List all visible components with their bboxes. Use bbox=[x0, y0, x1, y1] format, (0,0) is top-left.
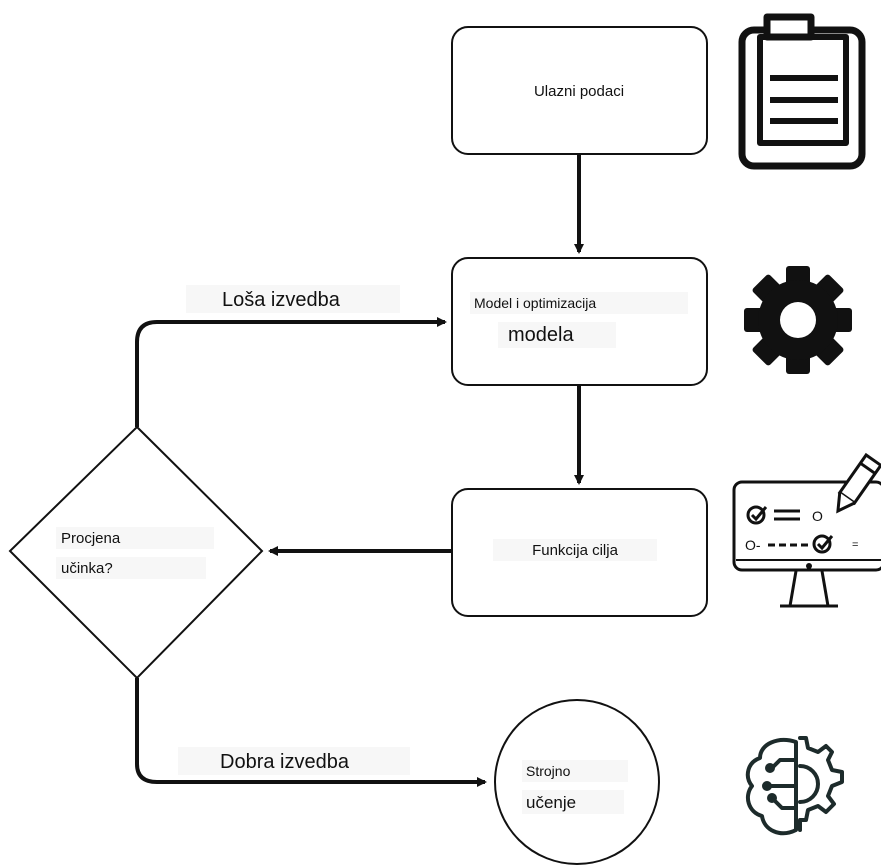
node-model-label-line2: modela bbox=[508, 324, 574, 346]
node-model-label-line1: Model i optimizacija bbox=[474, 295, 596, 311]
node-objective-function: Funkcija cilja bbox=[451, 488, 708, 617]
node-decision-performance: Procjena učinka? bbox=[8, 425, 264, 680]
monitor-symbol-equals: = bbox=[852, 539, 858, 551]
decision-label-line1: Procjena bbox=[61, 530, 121, 547]
edge-label-good-performance: Dobra izvedba bbox=[178, 747, 410, 775]
bad-performance-label: Loša izvedba bbox=[222, 289, 341, 311]
monitor-checklist-icon: O O- = bbox=[732, 452, 881, 608]
monitor-symbol-top-right: O bbox=[812, 508, 823, 524]
node-objective-label: Funkcija cilja bbox=[532, 542, 619, 559]
pencil-icon bbox=[836, 452, 881, 514]
brain-gear-icon bbox=[745, 736, 844, 836]
arrow-bad-performance bbox=[135, 317, 447, 427]
decision-label-line2: učinka? bbox=[61, 560, 113, 577]
node-machine-learning: Strojno učenje bbox=[494, 699, 660, 865]
node-input-label: Ulazni podaci bbox=[534, 83, 624, 100]
ml-label-line2: učenje bbox=[526, 793, 576, 812]
gear-icon bbox=[744, 266, 852, 374]
clipboard-icon bbox=[738, 13, 866, 170]
good-performance-label: Dobra izvedba bbox=[220, 751, 350, 773]
node-model-optimization: Model i optimizacija modela bbox=[451, 257, 708, 386]
ml-label-line1: Strojno bbox=[526, 763, 571, 779]
edge-label-bad-performance: Loša izvedba bbox=[186, 285, 400, 313]
arrow-good-performance bbox=[135, 678, 487, 787]
node-input-data: Ulazni podaci bbox=[451, 26, 708, 155]
monitor-symbol-left: O- bbox=[745, 537, 761, 553]
